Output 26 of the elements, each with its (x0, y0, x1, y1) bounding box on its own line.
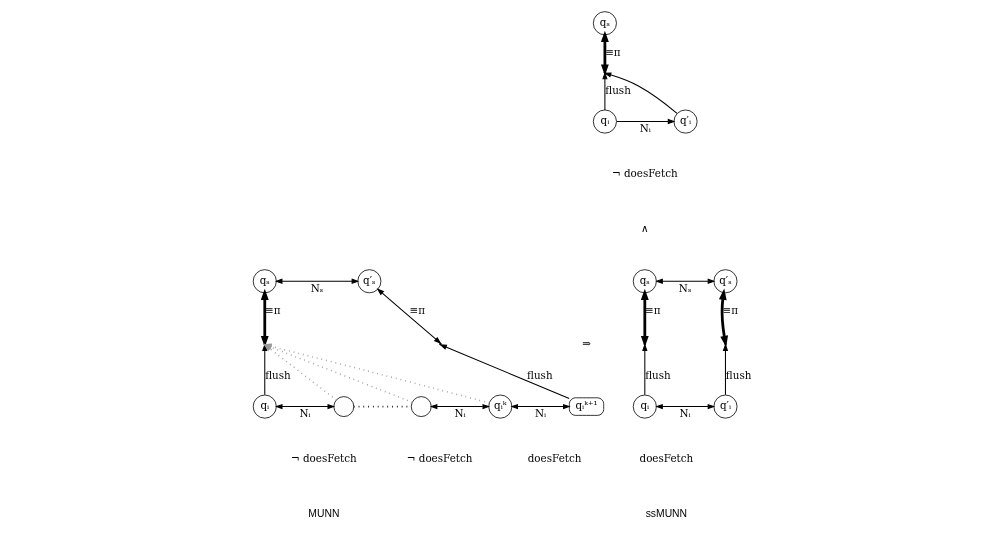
label: ¬ doesFetch (406, 451, 472, 464)
edge-label: Nₛ (310, 281, 323, 294)
edge-label: ≡π (604, 45, 621, 58)
edge-label: flush (644, 369, 671, 382)
edge-label: Nᵢ (639, 122, 651, 135)
label: doesFetch (527, 451, 581, 464)
edge-label: Nᵢ (534, 407, 546, 420)
edge-label: ≡π (409, 303, 425, 316)
edge-label: flush (264, 369, 291, 382)
edge-label: ≡π (264, 303, 280, 316)
label: MUNN (307, 507, 339, 519)
edge-label: ≡π (644, 303, 661, 316)
edge-label: Nᵢ (299, 407, 311, 420)
edge-label: flush (526, 369, 553, 382)
edge-label: ≡π (722, 303, 738, 316)
label: ∧ (640, 221, 649, 234)
edge-label: Nᵢ (453, 407, 466, 420)
label: ⇒ (581, 336, 591, 349)
edge-label: Nₛ (678, 281, 691, 294)
label: doesFetch (639, 451, 693, 464)
label: ¬ doesFetch (290, 451, 357, 464)
edge-label: flush (604, 84, 631, 97)
label: ssMUNN (645, 507, 687, 519)
edge-label: flush (725, 369, 751, 382)
label: ¬ doesFetch (611, 166, 678, 179)
edge-label: Nᵢ (679, 407, 691, 420)
